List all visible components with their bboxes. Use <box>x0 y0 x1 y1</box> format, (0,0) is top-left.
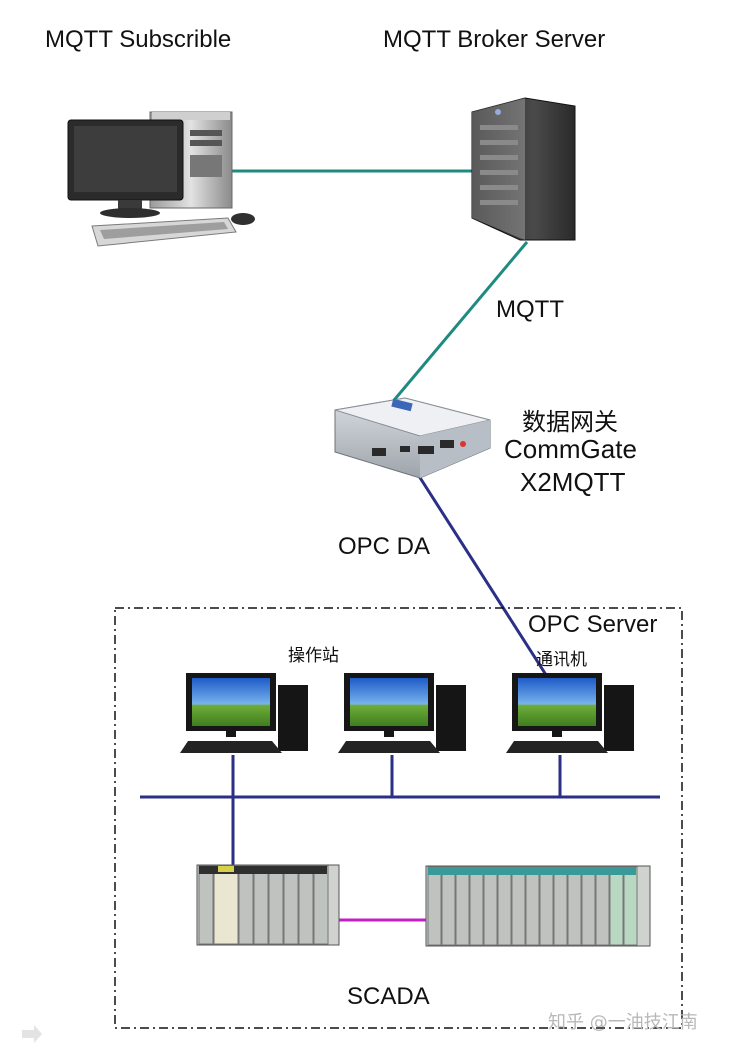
label-opc-server: OPC Server <box>528 611 658 638</box>
communication-host <box>506 673 634 753</box>
label-scada: SCADA <box>347 983 430 1010</box>
scada-boundary <box>114 607 683 1029</box>
gateway-device <box>334 397 491 479</box>
plc-rack-2 <box>425 865 651 947</box>
label-comm-machine: 通讯机 <box>536 650 587 670</box>
link-gateway-commhost <box>408 461 550 679</box>
label-operator-station: 操作站 <box>288 646 339 666</box>
label-gateway-model: X2MQTT <box>520 467 626 497</box>
label-mqtt-broker: MQTT Broker Server <box>383 26 606 53</box>
subscriber-computer <box>67 111 255 247</box>
operator-workstation-1 <box>180 673 308 753</box>
label-gateway-name: CommGate <box>504 434 637 464</box>
label-mqtt-protocol: MQTT <box>496 296 564 323</box>
corner-arrow-icon <box>22 1025 42 1043</box>
broker-server <box>471 97 576 241</box>
label-opc-da: OPC DA <box>338 533 431 560</box>
watermark: 知乎 @一油技江南 <box>548 1012 698 1033</box>
operator-workstation-2 <box>338 673 466 753</box>
label-mqtt-subscribe: MQTT Subscrible <box>45 26 232 53</box>
plc-rack-1 <box>196 864 340 946</box>
link-broker-gateway <box>388 241 529 406</box>
label-gateway-cn: 数据网关 <box>522 408 618 436</box>
